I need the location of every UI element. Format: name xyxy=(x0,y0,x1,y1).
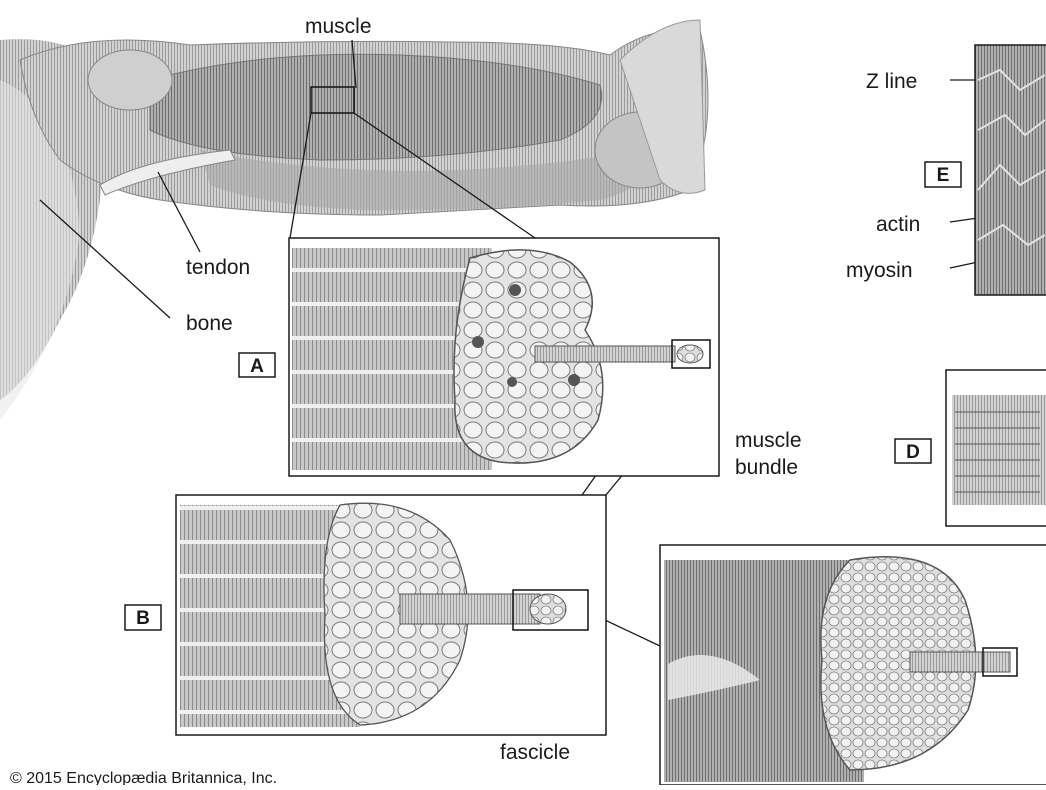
panel-letter-a: A xyxy=(239,353,275,377)
label-fascicle: fascicle xyxy=(500,741,570,764)
panel-letter-e-text: E xyxy=(937,165,950,186)
panel-letter-b: B xyxy=(125,605,161,630)
panel-a-extracted-rod xyxy=(535,346,675,362)
panel-letter-d-text: D xyxy=(906,442,920,463)
muscle-belly xyxy=(150,54,602,160)
label-muscle-bundle-line2: bundle xyxy=(735,456,798,479)
panel-b-fiber-end xyxy=(530,594,566,624)
panel-e-frame xyxy=(975,45,1046,295)
panel-letter-d: D xyxy=(895,439,931,463)
panel-e xyxy=(975,45,1046,295)
panel-c xyxy=(660,545,1046,785)
label-muscle: muscle xyxy=(305,15,372,38)
panel-b xyxy=(176,495,606,735)
panel-c-myofibril xyxy=(910,652,1010,672)
leader-myosin xyxy=(950,262,978,268)
panel-letter-e: E xyxy=(925,162,961,187)
panel-a-nucleus-3 xyxy=(568,374,580,386)
copyright-credit: © 2015 Encyclopædia Britannica, Inc. xyxy=(10,770,277,785)
panel-a-nucleus-2 xyxy=(472,336,484,348)
label-bone: bone xyxy=(186,312,233,335)
label-myosin: myosin xyxy=(846,259,913,282)
panel-a-nucleus-1 xyxy=(509,284,521,296)
label-muscle-bundle-line1: muscle xyxy=(735,429,802,452)
panel-letter-b-text: B xyxy=(136,608,150,629)
panel-d xyxy=(946,370,1046,526)
shoulder-joint xyxy=(88,50,172,110)
panel-b-extracted-fiber xyxy=(400,594,540,624)
label-actin: actin xyxy=(876,213,920,236)
label-tendon: tendon xyxy=(186,256,250,279)
panel-a xyxy=(289,238,719,476)
panel-a-rod-end xyxy=(677,345,703,363)
panel-a-nucleus-4 xyxy=(507,377,517,387)
panel-letter-a-text: A xyxy=(250,356,264,377)
leader-actin xyxy=(950,218,978,222)
label-z-line: Z line xyxy=(866,70,917,93)
